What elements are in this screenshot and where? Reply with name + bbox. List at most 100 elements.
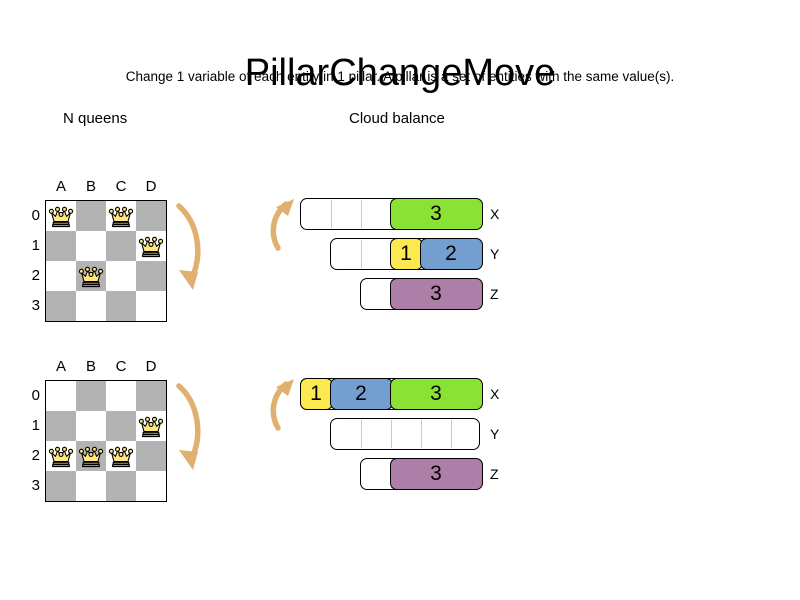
computer-capacity-bar[interactable]: 3 bbox=[300, 197, 483, 230]
board-cell-D2[interactable] bbox=[136, 441, 166, 471]
board-cell-D1[interactable] bbox=[136, 411, 166, 441]
board-cell-B2[interactable] bbox=[76, 441, 106, 471]
board-cell-C0[interactable] bbox=[106, 201, 136, 231]
board-cell-C3[interactable] bbox=[106, 471, 136, 501]
computer-label-z: Z bbox=[490, 466, 499, 482]
board-cell-B0[interactable] bbox=[76, 381, 106, 411]
computer-label-z: Z bbox=[490, 286, 499, 302]
queen-icon bbox=[136, 411, 166, 441]
board-column-label-c: C bbox=[115, 358, 127, 375]
board-cell-A2[interactable] bbox=[46, 261, 76, 291]
cloud-change-arrow-bottom bbox=[266, 376, 306, 441]
queen-icon bbox=[106, 441, 136, 471]
section-heading-nqueens: N queens bbox=[63, 110, 128, 127]
board-column-label-a: A bbox=[55, 358, 66, 375]
board-row-label-0: 0 bbox=[31, 207, 40, 224]
board-cell-B1[interactable] bbox=[76, 411, 106, 441]
board-row-label-0: 0 bbox=[31, 387, 40, 404]
capacity-gridline bbox=[391, 420, 392, 448]
board-row-label-2: 2 bbox=[31, 267, 40, 284]
page-title: PillarChangeMove bbox=[244, 52, 556, 95]
board-cell-C3[interactable] bbox=[106, 291, 136, 321]
computer-capacity-bar[interactable]: 3 bbox=[360, 457, 483, 490]
board-cell-D1[interactable] bbox=[136, 231, 166, 261]
capacity-gridline bbox=[421, 420, 422, 448]
process-block-2[interactable]: 2 bbox=[419, 237, 483, 270]
capacity-gridline bbox=[361, 200, 362, 228]
process-block-3[interactable]: 3 bbox=[389, 377, 483, 410]
board-column-label-d: D bbox=[145, 178, 157, 195]
section-heading-cloud-balance: Cloud balance bbox=[349, 110, 445, 127]
process-block-3[interactable]: 3 bbox=[389, 197, 483, 230]
board-cell-B2[interactable] bbox=[76, 261, 106, 291]
board-cell-D2[interactable] bbox=[136, 261, 166, 291]
queen-icon bbox=[46, 441, 76, 471]
capacity-gridline bbox=[361, 420, 362, 448]
board-cell-D0[interactable] bbox=[136, 381, 166, 411]
computer-label-y: Y bbox=[490, 426, 500, 442]
board-cell-C2[interactable] bbox=[106, 441, 136, 471]
computer-capacity-bar[interactable]: 3 bbox=[360, 277, 483, 310]
queen-icon bbox=[76, 441, 106, 471]
capacity-gridline bbox=[331, 200, 332, 228]
queen-icon bbox=[46, 201, 76, 231]
board-row-label-1: 1 bbox=[31, 237, 40, 254]
page-subtitle: Change 1 variable of each entity in 1 pi… bbox=[125, 69, 675, 84]
nqueens-change-arrow-bottom bbox=[165, 378, 215, 483]
board-row-label-1: 1 bbox=[31, 417, 40, 434]
process-block-2[interactable]: 2 bbox=[329, 377, 393, 410]
nqueens-board-after: A B C D 0 1 2 3 bbox=[32, 359, 167, 502]
capacity-gridline bbox=[361, 240, 362, 268]
process-block-1[interactable]: 1 bbox=[389, 237, 423, 270]
computer-label-x: X bbox=[490, 206, 500, 222]
chessboard[interactable]: A B C D 0 1 2 3 bbox=[32, 359, 167, 502]
board-column-label-d: D bbox=[145, 358, 157, 375]
board-cell-C2[interactable] bbox=[106, 261, 136, 291]
board-column-label-b: B bbox=[85, 178, 96, 195]
board-row-label-2: 2 bbox=[31, 447, 40, 464]
board-cell-C0[interactable] bbox=[106, 381, 136, 411]
computer-label-x: X bbox=[490, 386, 500, 402]
computer-label-y: Y bbox=[490, 246, 500, 262]
board-cell-A3[interactable] bbox=[46, 291, 76, 321]
board-cell-B1[interactable] bbox=[76, 231, 106, 261]
board-cell-D3[interactable] bbox=[136, 291, 166, 321]
board-cell-C1[interactable] bbox=[106, 411, 136, 441]
board-cell-C1[interactable] bbox=[106, 231, 136, 261]
board-cell-A0[interactable] bbox=[46, 201, 76, 231]
cloud-computer-row-y: Y bbox=[300, 418, 499, 450]
board-cell-B3[interactable] bbox=[76, 471, 106, 501]
board-cell-A1[interactable] bbox=[46, 411, 76, 441]
nqueens-change-arrow-top bbox=[165, 198, 215, 303]
queen-icon bbox=[106, 201, 136, 231]
board-cell-D0[interactable] bbox=[136, 201, 166, 231]
queen-icon bbox=[76, 261, 106, 291]
board-column-label-a: A bbox=[55, 178, 66, 195]
board-cell-A3[interactable] bbox=[46, 471, 76, 501]
board-cell-B0[interactable] bbox=[76, 201, 106, 231]
board-cell-A2[interactable] bbox=[46, 441, 76, 471]
computer-capacity-bar[interactable] bbox=[330, 418, 480, 450]
board-row-label-3: 3 bbox=[31, 477, 40, 494]
board-cell-D3[interactable] bbox=[136, 471, 166, 501]
board-cell-A1[interactable] bbox=[46, 231, 76, 261]
board-cell-B3[interactable] bbox=[76, 291, 106, 321]
board-column-label-b: B bbox=[85, 358, 96, 375]
board-row-label-3: 3 bbox=[31, 297, 40, 314]
process-block-3[interactable]: 3 bbox=[389, 457, 483, 490]
board-cell-A0[interactable] bbox=[46, 381, 76, 411]
process-block-3[interactable]: 3 bbox=[389, 277, 483, 310]
queen-icon bbox=[136, 231, 166, 261]
process-block-1[interactable]: 1 bbox=[299, 377, 333, 410]
nqueens-board-before: A B C D 0 1 2 3 bbox=[32, 179, 167, 322]
cloud-change-arrow-top bbox=[266, 196, 306, 261]
board-column-label-c: C bbox=[115, 178, 127, 195]
chessboard[interactable]: A B C D 0 1 2 3 bbox=[32, 179, 167, 322]
